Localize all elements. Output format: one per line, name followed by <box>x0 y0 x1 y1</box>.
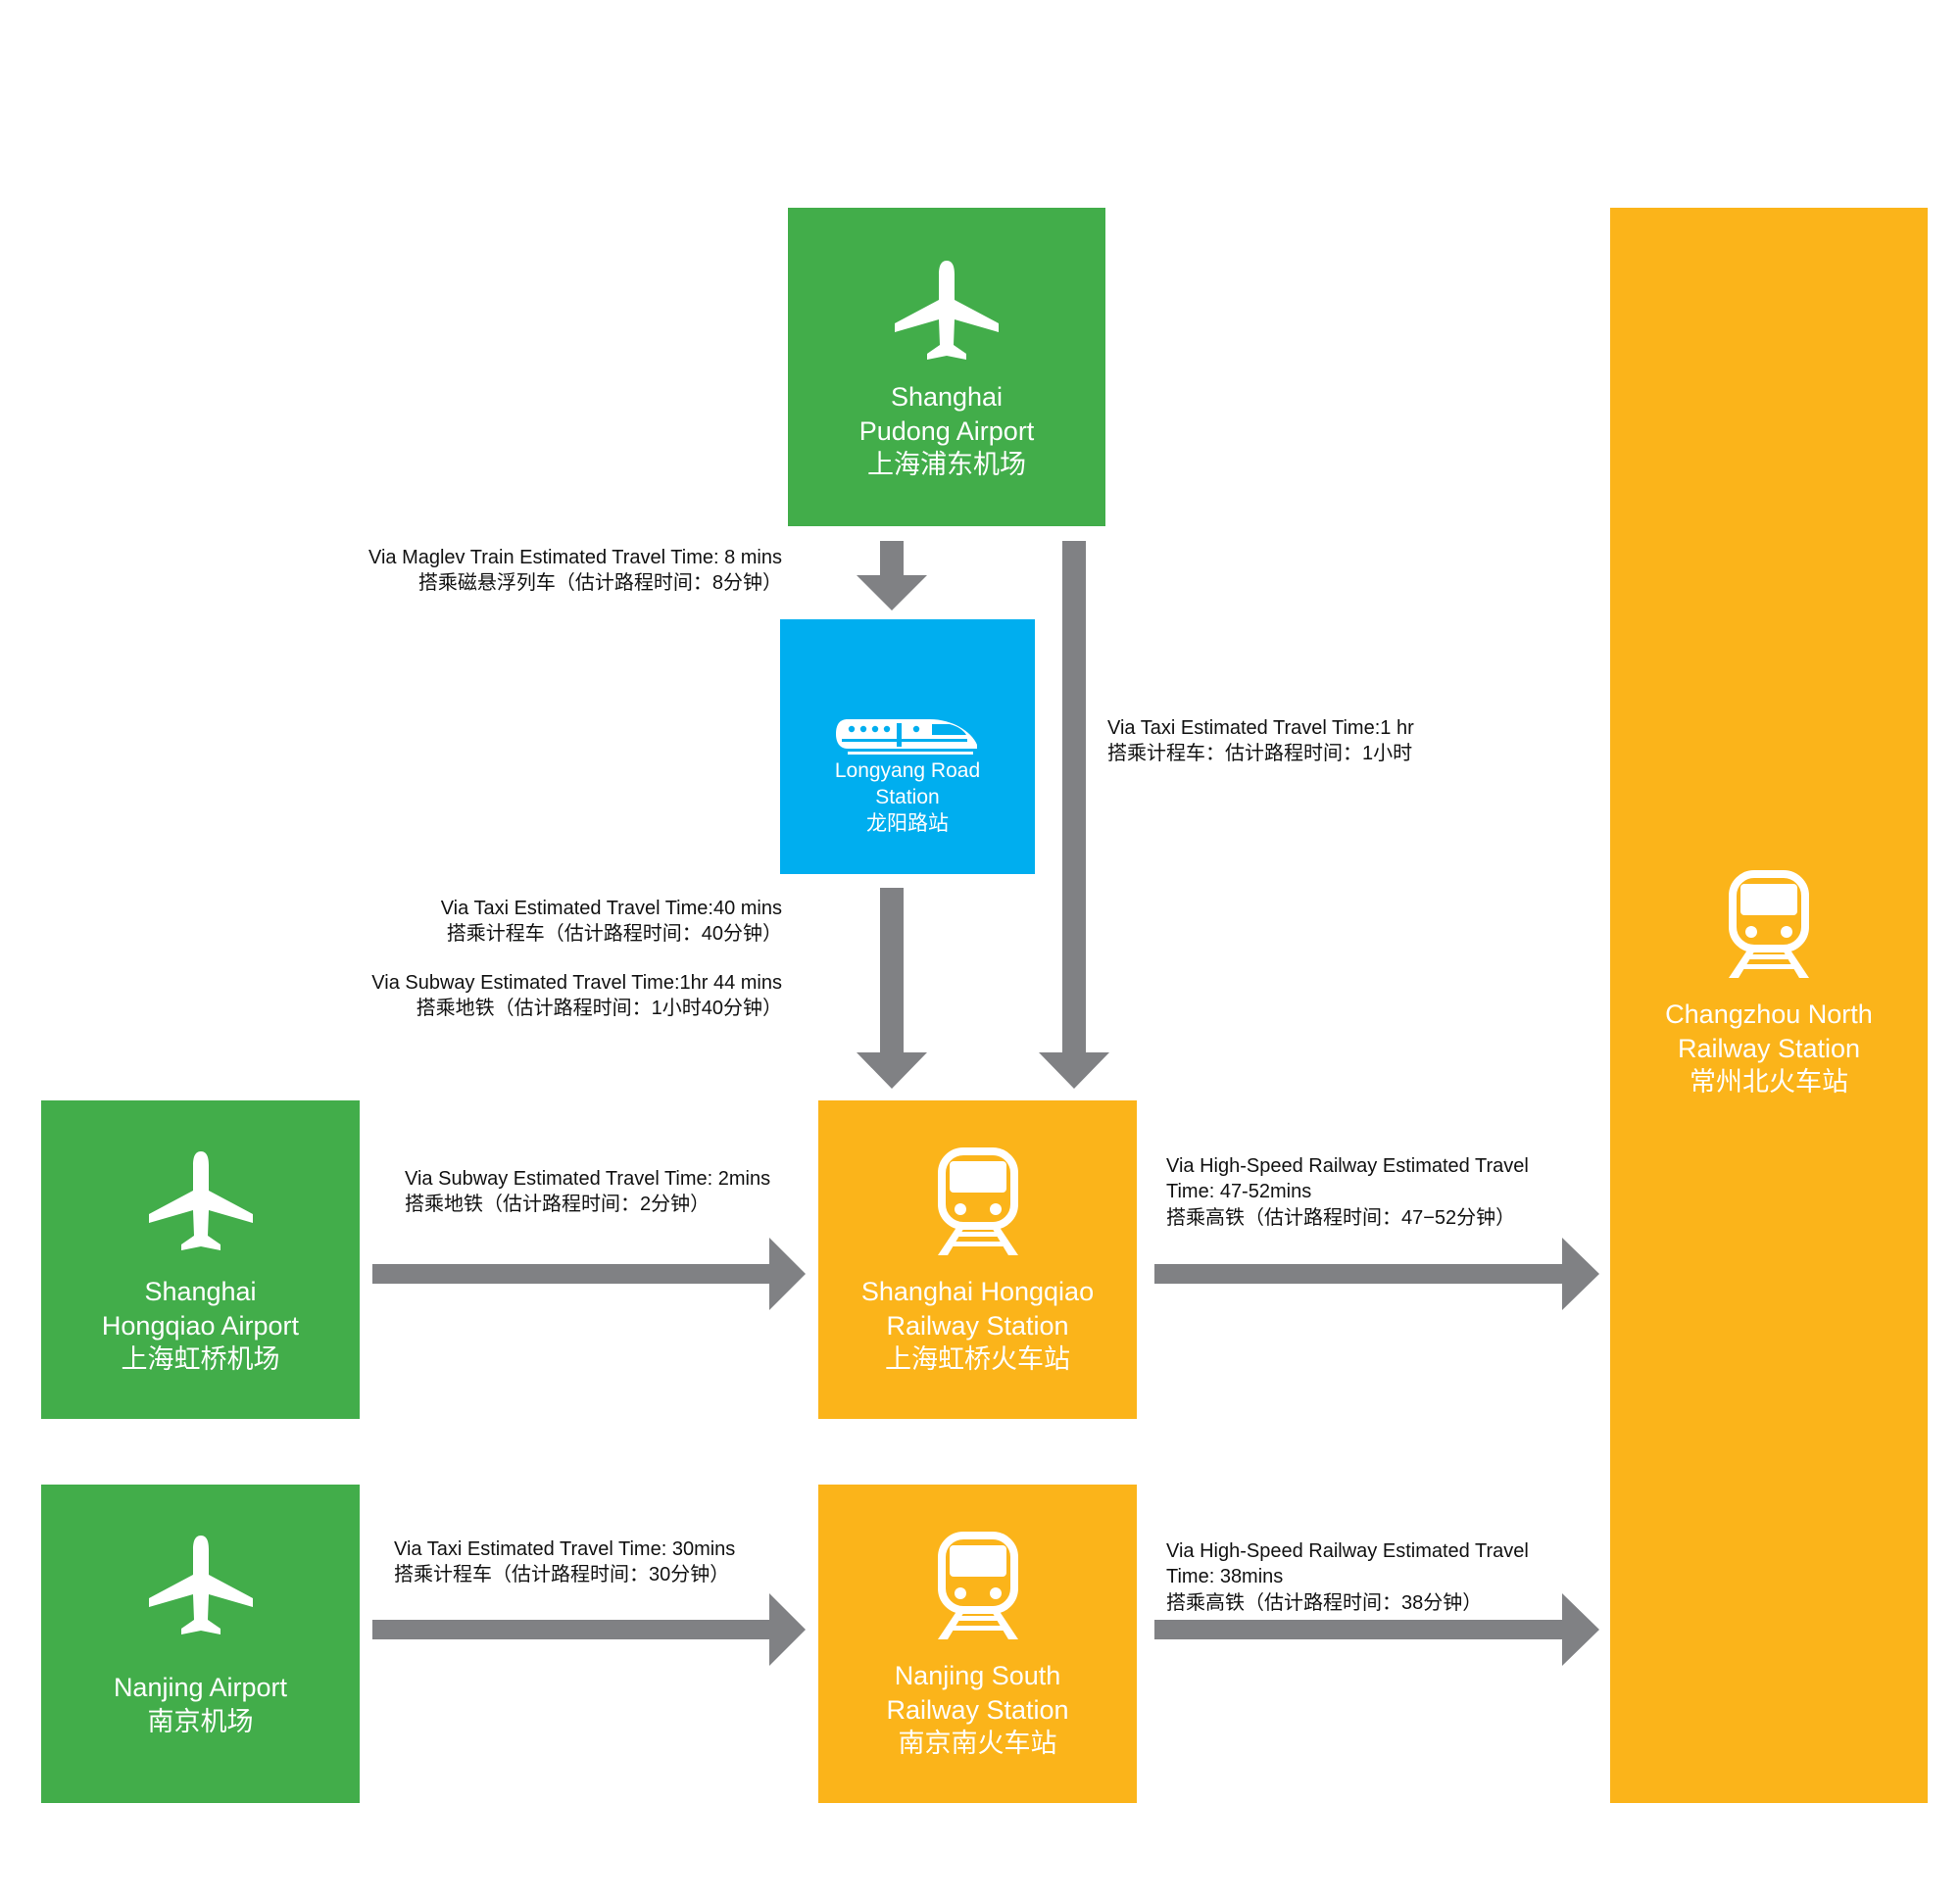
route-label-longyang-subway: Via Subway Estimated Travel Time:1hr 44 … <box>371 970 782 1022</box>
node-name-zh: 龙阳路站 <box>866 811 949 835</box>
node-name-zh: 常州北火车站 <box>1690 1067 1848 1097</box>
route-label-zh: 搭乘计程车（估计路程时间：30分钟） <box>394 1564 730 1586</box>
node-name-en: Hongqiao Airport <box>101 1310 300 1341</box>
node-nanjing-south-railway-station: Nanjing South Railway Station 南京南火车站 <box>818 1485 1137 1803</box>
route-label-zh: 搭乘地铁（估计路程时间：1小时40分钟） <box>416 998 782 1020</box>
route-label-en: Via Taxi Estimated Travel Time: 30mins <box>394 1538 736 1560</box>
route-label-en: Via Subway Estimated Travel Time:1hr 44 … <box>371 972 782 994</box>
route-label-hongqiao-hsr: Via High-Speed Railway Estimated Travel … <box>1166 1153 1529 1231</box>
route-label-maglev: Via Maglev Train Estimated Travel Time: … <box>368 545 782 597</box>
route-label-en: Via Subway Estimated Travel Time: 2mins <box>405 1168 771 1190</box>
node-name-en: Longyang Road <box>834 759 981 782</box>
node-name-en: Shanghai <box>144 1277 257 1306</box>
airplane-icon <box>147 1147 255 1255</box>
route-label-en: Via High-Speed Railway Estimated Travel <box>1166 1540 1529 1562</box>
route-label-nanjing-hsr: Via High-Speed Railway Estimated Travel … <box>1166 1538 1529 1616</box>
node-name-en: Railway Station <box>886 1694 1069 1725</box>
arrow-longyang-to-hongqiao <box>857 888 927 1089</box>
node-name-en: Station <box>875 785 940 808</box>
route-label-zh: 搭乘地铁（估计路程时间：2分钟） <box>405 1194 710 1216</box>
route-label-en: Time: 38mins <box>1166 1566 1284 1588</box>
route-label-en: Via Taxi Estimated Travel Time:1 hr <box>1107 717 1414 739</box>
node-shanghai-hongqiao-airport: Shanghai Hongqiao Airport 上海虹桥机场 <box>41 1100 360 1419</box>
route-label-zh: 搭乘高铁（估计路程时间：47−52分钟） <box>1166 1206 1516 1229</box>
arrow-nanjing-airport-to-station <box>372 1593 806 1666</box>
train-icon <box>934 1147 1022 1257</box>
route-label-en: Via Taxi Estimated Travel Time:40 mins <box>440 898 782 919</box>
node-name-en: Pudong Airport <box>858 415 1035 446</box>
node-longyang-road-station: Longyang Road Station 龙阳路站 <box>780 619 1035 874</box>
route-label-zh: 搭乘计程车（估计路程时间：40分钟） <box>446 923 782 946</box>
arrow-nanjing-to-changzhou <box>1154 1593 1599 1666</box>
arrow-hongqiao-airport-to-station <box>372 1238 806 1310</box>
arrow-hongqiao-to-changzhou <box>1154 1238 1599 1310</box>
node-shanghai-pudong-airport: Shanghai Pudong Airport 上海浦东机场 <box>788 208 1105 526</box>
node-name-en: Railway Station <box>886 1310 1069 1341</box>
node-nanjing-airport: Nanjing Airport 南京机场 <box>41 1485 360 1803</box>
node-name-zh: 南京南火车站 <box>898 1729 1057 1759</box>
route-label-nanjing-taxi: Via Taxi Estimated Travel Time: 30mins 搭… <box>394 1536 735 1588</box>
arrow-pudong-to-hongqiao <box>1039 541 1109 1089</box>
route-label-zh: 搭乘计程车：估计路程时间：1小时 <box>1107 743 1413 765</box>
node-changzhou-north-railway-station: Changzhou North Railway Station 常州北火车站 <box>1610 208 1928 1803</box>
node-name-en: Nanjing South <box>894 1661 1061 1690</box>
airplane-icon <box>147 1532 255 1639</box>
node-name-zh: 南京机场 <box>147 1706 254 1736</box>
route-label-en: Time: 47-52mins <box>1166 1181 1312 1203</box>
train-icon <box>934 1532 1022 1641</box>
route-label-longyang-taxi: Via Taxi Estimated Travel Time:40 mins 搭… <box>441 896 782 948</box>
maglev-train-icon <box>834 713 981 755</box>
node-name-en: Shanghai Hongqiao <box>860 1277 1095 1306</box>
node-name-zh: 上海浦东机场 <box>867 450 1026 480</box>
train-icon <box>1725 870 1813 980</box>
arrow-maglev <box>857 541 927 610</box>
route-label-pudong-taxi: Via Taxi Estimated Travel Time:1 hr 搭乘计程… <box>1107 715 1414 767</box>
node-shanghai-hongqiao-railway-station: Shanghai Hongqiao Railway Station 上海虹桥火车… <box>818 1100 1137 1419</box>
airplane-icon <box>893 257 1001 365</box>
node-name-en: Railway Station <box>1677 1033 1861 1063</box>
node-name-zh: 上海虹桥机场 <box>121 1344 280 1375</box>
route-label-en: Via Maglev Train Estimated Travel Time: … <box>368 547 782 568</box>
route-label-zh: 搭乘高铁（估计路程时间：38分钟） <box>1166 1591 1483 1614</box>
route-label-zh: 搭乘磁悬浮列车（估计路程时间：8分钟） <box>417 572 782 595</box>
node-name-en: Nanjing Airport <box>113 1673 288 1702</box>
route-label-hongqiao-subway: Via Subway Estimated Travel Time: 2mins … <box>405 1166 770 1218</box>
node-name-zh: 上海虹桥火车站 <box>885 1344 1070 1375</box>
node-name-en: Shanghai <box>890 382 1004 412</box>
node-name-en: Changzhou North <box>1665 1000 1873 1029</box>
route-label-en: Via High-Speed Railway Estimated Travel <box>1166 1155 1529 1177</box>
